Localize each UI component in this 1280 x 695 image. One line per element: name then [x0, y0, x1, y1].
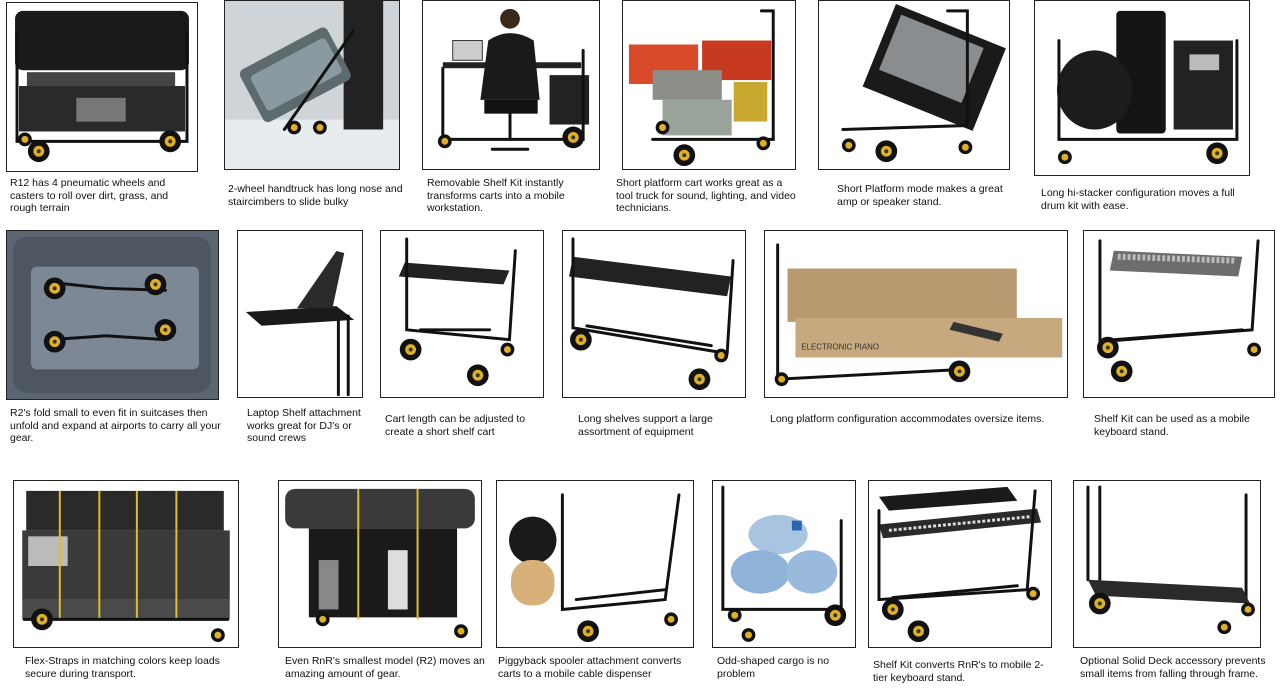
caption-2tier-keyboard: Shelf Kit converts RnR's to mobile 2-tie…: [873, 659, 1044, 684]
photo-odd-cargo: [712, 480, 856, 648]
caption-odd-cargo: Odd-shaped cargo is no problem: [717, 655, 830, 680]
photo-oversize: ELECTRONIC PIANO: [764, 230, 1068, 398]
caption-long-shelves: Long shelves support a large assortment …: [578, 413, 713, 438]
caption-solid-deck: Optional Solid Deck accessory prevents s…: [1080, 655, 1266, 680]
photo-suitcase: [6, 230, 219, 400]
box-print: ELECTRONIC PIANO: [801, 343, 879, 352]
caption-drum-kit: Long hi-stacker configuration moves a fu…: [1041, 187, 1235, 212]
photo-r12-cart: [6, 2, 198, 172]
photo-spooler: [496, 480, 694, 648]
photo-drum-kit: [1034, 0, 1250, 176]
photo-handtruck: [224, 0, 400, 170]
caption-laptop-shelf: Laptop Shelf attachment works great for …: [247, 407, 361, 444]
caption-r2-smallest: Even RnR's smallest model (R2) moves an …: [285, 655, 485, 680]
photo-solid-deck: [1073, 480, 1261, 648]
photo-2tier-keyboard: [868, 480, 1052, 648]
caption-workstation: Removable Shelf Kit instantly transforms…: [427, 177, 565, 214]
photo-r2-smallest: [278, 480, 482, 648]
photo-long-shelves: [562, 230, 746, 398]
photo-short-shelf: [380, 230, 544, 398]
photo-workstation: [422, 0, 600, 170]
caption-spooler: Piggyback spooler attachment converts ca…: [498, 655, 682, 680]
photo-tool-truck: [622, 0, 796, 170]
caption-flex-straps: Flex-Straps in matching colors keep load…: [25, 655, 220, 680]
photo-flex-straps: [13, 480, 239, 648]
caption-short-shelf: Cart length can be adjusted to create a …: [385, 413, 526, 438]
caption-keyboard-stand: Shelf Kit can be used as a mobile keyboa…: [1094, 413, 1250, 438]
photo-amp-stand: [818, 0, 1010, 170]
photo-laptop-shelf: [237, 230, 363, 398]
caption-amp-stand: Short Platform mode makes a great amp or…: [837, 183, 1003, 208]
caption-tool-truck: Short platform cart works great as a too…: [616, 177, 796, 214]
caption-suitcase: R2's fold small to even fit in suitcases…: [10, 407, 221, 444]
photo-keyboard-stand: [1083, 230, 1275, 398]
caption-oversize: Long platform configuration accommodates…: [770, 413, 1045, 425]
caption-r12: R12 has 4 pneumatic wheels and casters t…: [10, 177, 169, 214]
caption-handtruck: 2-wheel handtruck has long nose and stai…: [228, 183, 403, 208]
